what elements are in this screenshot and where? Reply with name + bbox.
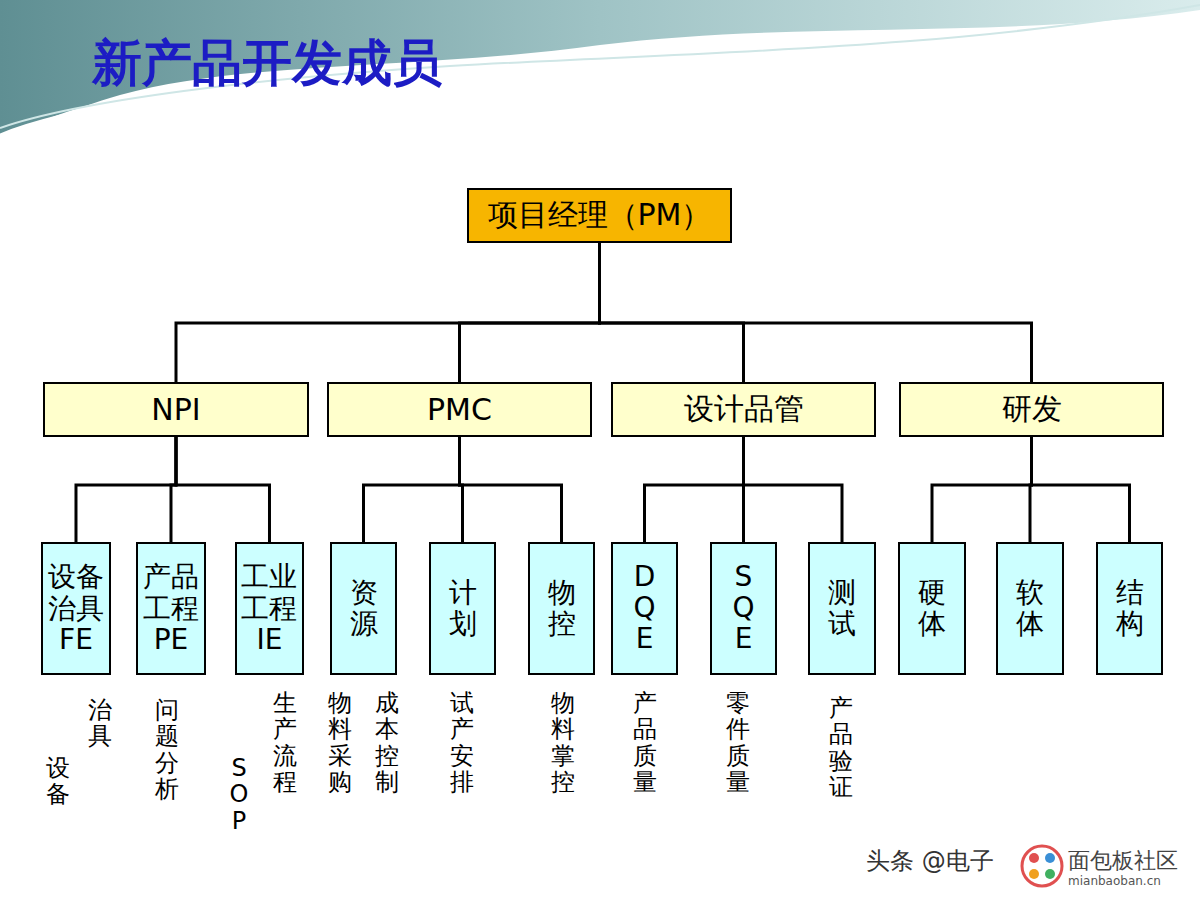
role-box: 设备治具 FE [41, 542, 110, 675]
manager-box: 项目经理（PM） [467, 188, 732, 243]
tree-connector [364, 437, 460, 542]
role-duty: 产品质量 [633, 690, 657, 796]
watermark: 面包板社区 [1068, 846, 1178, 876]
tree-connector [460, 243, 600, 382]
role-box: 工业工程 IE [235, 542, 304, 675]
role-duty: 试产安排 [450, 690, 474, 796]
department-box: PMC [327, 382, 592, 437]
role-duty: 物料采购 [328, 690, 352, 796]
node-text: 项目经理（PM） [488, 195, 712, 236]
wave-line [0, 5, 1200, 128]
role-duty: SOP [227, 755, 251, 834]
node-text: 物控 [548, 578, 576, 640]
node-text: 资源 [350, 578, 378, 640]
watermark: mianbaoban.cn [1068, 874, 1161, 888]
tree-connector [932, 437, 1032, 542]
role-duty: 物料掌控 [551, 690, 575, 796]
node-text: 产品工程 PE [142, 561, 199, 655]
tree-connector [600, 243, 744, 382]
tree-connector [176, 437, 269, 542]
department-box: 设计品管 [611, 382, 876, 437]
role-duty: 产品验证 [829, 695, 853, 801]
node-text: 硬体 [918, 578, 946, 640]
role-duty: 成本控制 [375, 690, 399, 796]
role-box: SQE [710, 542, 777, 675]
node-text: 设备治具 FE [47, 561, 104, 655]
role-box: 产品工程 PE [136, 542, 205, 675]
node-text: PMC [427, 392, 492, 427]
node-text: 工业工程 IE [241, 561, 298, 655]
wave-line [0, 20, 1200, 135]
node-text: 软体 [1016, 578, 1044, 640]
role-duty: 问题分析 [155, 697, 179, 803]
tree-connector [600, 243, 1032, 382]
tree-connector [76, 437, 176, 542]
watermark: 头条 @电子 [866, 845, 994, 877]
tree-connector [460, 437, 562, 542]
role-box: 物控 [528, 542, 595, 675]
node-text: NPI [151, 392, 200, 427]
tree-connector [1032, 437, 1130, 542]
role-box: 结构 [1096, 542, 1163, 675]
role-duty: 设备 [46, 755, 70, 808]
role-box: 计划 [429, 542, 496, 675]
tree-connector [645, 437, 744, 542]
role-duty: 零件质量 [726, 690, 750, 796]
role-box: DQE [611, 542, 678, 675]
node-text: SQE [730, 562, 758, 654]
watermark-logo [1022, 846, 1062, 886]
node-text: 计划 [449, 578, 477, 640]
role-duty: 治具 [88, 697, 112, 750]
node-text: DQE [631, 562, 659, 654]
wave [0, 0, 1200, 135]
department-box: NPI [43, 382, 309, 437]
department-box: 研发 [899, 382, 1164, 437]
role-box: 资源 [330, 542, 397, 675]
tree-connector [744, 437, 843, 542]
role-box: 测试 [808, 542, 876, 675]
page-title: 新产品开发成员 [92, 30, 442, 97]
node-text: 研发 [1002, 389, 1062, 430]
role-box: 硬体 [898, 542, 966, 675]
role-duty: 生产流程 [273, 690, 297, 796]
node-text: 测试 [828, 578, 856, 640]
node-text: 结构 [1116, 578, 1144, 640]
role-box: 软体 [996, 542, 1064, 675]
node-text: 设计品管 [684, 389, 804, 430]
tree-connector [176, 243, 600, 382]
